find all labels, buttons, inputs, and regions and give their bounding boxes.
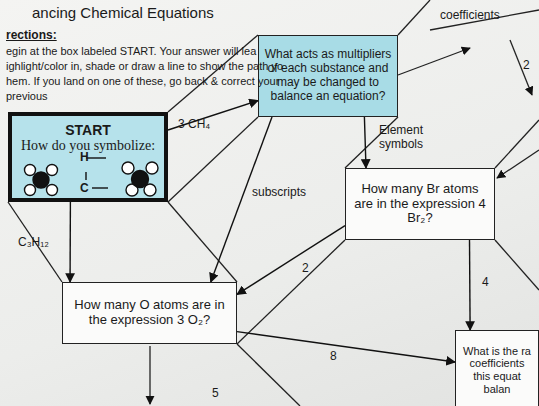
box-text: What is the ra coefficients this equat b…	[461, 345, 533, 396]
path-arrow	[364, 117, 366, 168]
arrow	[398, 48, 470, 75]
arrow	[510, 40, 532, 95]
answer-label: C₃H₁₂	[18, 236, 49, 250]
maze-line	[8, 202, 62, 282]
maze-line	[168, 202, 237, 282]
directions-text: egin at the box labeled START. Your answ…	[6, 44, 306, 104]
path-arrow	[237, 332, 455, 362]
maze-line	[495, 240, 539, 290]
path-arrow	[237, 226, 345, 295]
atom-symbol: H	[80, 150, 89, 164]
atom-symbol: C	[80, 181, 89, 195]
box-text: How many Br atoms are in the expression …	[351, 182, 489, 227]
answer-label: 8	[330, 350, 337, 364]
answer-label: coefficients	[440, 8, 500, 22]
path-arrow	[469, 240, 471, 330]
maze-line	[237, 240, 345, 344]
directions-text: rections:	[6, 28, 57, 42]
box-text: What acts as multipliers of each substan…	[264, 48, 392, 103]
box-heading: START	[65, 122, 111, 138]
path-arrow	[69, 202, 71, 282]
question-box: How many O atoms are in the expression 3…	[62, 282, 237, 344]
answer-label: 2	[302, 262, 309, 276]
arrow	[149, 346, 150, 404]
question-box: How many Br atoms are in the expression …	[345, 168, 495, 240]
path-arrow	[211, 117, 272, 282]
box-text: How many O atoms are in the expression 3…	[68, 298, 231, 328]
answer-label: 5	[212, 386, 219, 400]
answer-label: subscripts	[252, 186, 306, 200]
maze-line	[495, 120, 539, 168]
question-box: What is the ra coefficients this equat b…	[455, 330, 539, 406]
maze-line	[398, 0, 430, 35]
answer-label: Element symbols	[372, 124, 430, 152]
answer-label: 2	[523, 58, 530, 72]
worksheet-title: ancing Chemical Equations	[32, 4, 214, 21]
answer-label: 4	[482, 276, 489, 290]
arrow	[497, 150, 539, 178]
maze-line	[237, 344, 300, 406]
answer-label: 3 CH₄	[178, 118, 210, 132]
